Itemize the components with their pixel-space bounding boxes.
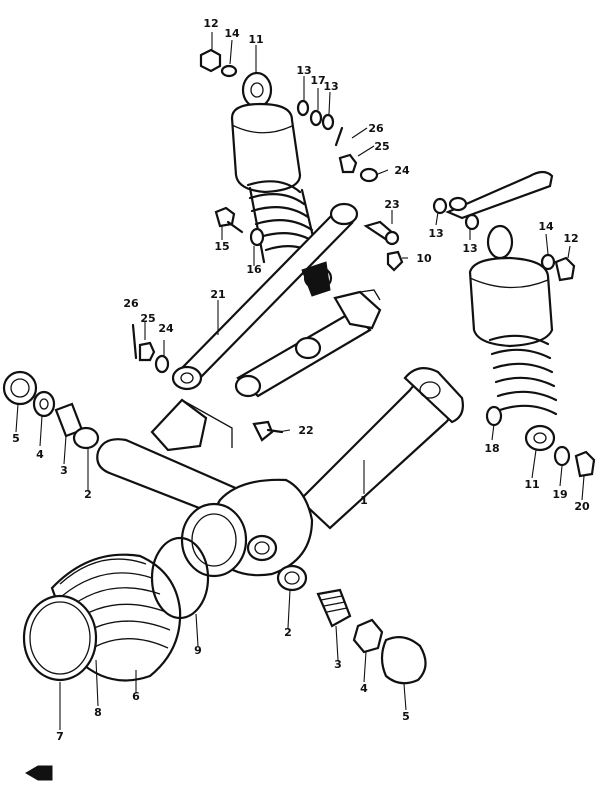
callout-5: 5 [402, 710, 410, 723]
callout-11: 11 [524, 478, 539, 491]
bolt-23-and-bolt-10 [363, 220, 404, 272]
callout-4: 4 [36, 448, 44, 461]
right-shock-absorber [445, 170, 558, 452]
callout-labels: 12 14 11 13 17 13 26 25 24 23 10 15 16 2… [12, 17, 590, 743]
callout-22: 22 [298, 424, 313, 437]
callout-13: 13 [296, 64, 311, 77]
brake-torque-arm [234, 261, 382, 398]
callout-7: 7 [56, 730, 64, 743]
callout-11: 11 [248, 33, 263, 46]
callout-12: 12 [203, 17, 218, 30]
callout-15: 15 [214, 240, 229, 253]
callout-24: 24 [394, 164, 410, 177]
right-shock-fasteners [432, 197, 596, 478]
callout-16: 16 [246, 263, 262, 276]
callout-12: 12 [563, 232, 578, 245]
callout-21: 21 [210, 288, 225, 301]
callout-2: 2 [84, 488, 92, 501]
callout-19: 19 [552, 488, 567, 501]
callout-17: 17 [310, 74, 325, 87]
callout-13: 13 [323, 80, 338, 93]
bolt-15-and-washer-16 [214, 206, 265, 247]
callout-9: 9 [194, 644, 202, 657]
left-shock-top-fasteners [199, 48, 379, 183]
callout-14: 14 [224, 27, 240, 40]
callout-3: 3 [60, 464, 68, 477]
callout-2: 2 [284, 626, 292, 639]
torque-link-rear-fasteners [131, 323, 170, 374]
callout-23: 23 [384, 198, 399, 211]
callout-4: 4 [360, 682, 368, 695]
callout-13: 13 [462, 242, 477, 255]
callout-26: 26 [123, 297, 139, 310]
callout-5: 5 [12, 432, 20, 445]
callout-25: 25 [140, 312, 155, 325]
callout-1: 1 [360, 494, 368, 507]
drive-boot-and-clamps [22, 536, 210, 682]
callout-26: 26 [368, 122, 384, 135]
callout-18: 18 [484, 442, 499, 455]
callout-8: 8 [94, 706, 102, 719]
callout-14: 14 [538, 220, 554, 233]
front-direction-arrow-icon [25, 765, 53, 781]
callout-10: 10 [416, 252, 432, 265]
swing-arm [96, 367, 464, 578]
callout-24: 24 [158, 322, 174, 335]
right-pivot-parts [276, 564, 427, 685]
torque-link-rod [171, 202, 359, 391]
callout-3: 3 [334, 658, 342, 671]
callout-6: 6 [132, 690, 140, 703]
callout-13: 13 [428, 227, 443, 240]
bolt-22 [252, 420, 284, 442]
callout-25: 25 [374, 140, 389, 153]
left-pivot-parts [2, 370, 100, 450]
callout-20: 20 [574, 500, 590, 513]
leader-lines [15, 32, 585, 730]
